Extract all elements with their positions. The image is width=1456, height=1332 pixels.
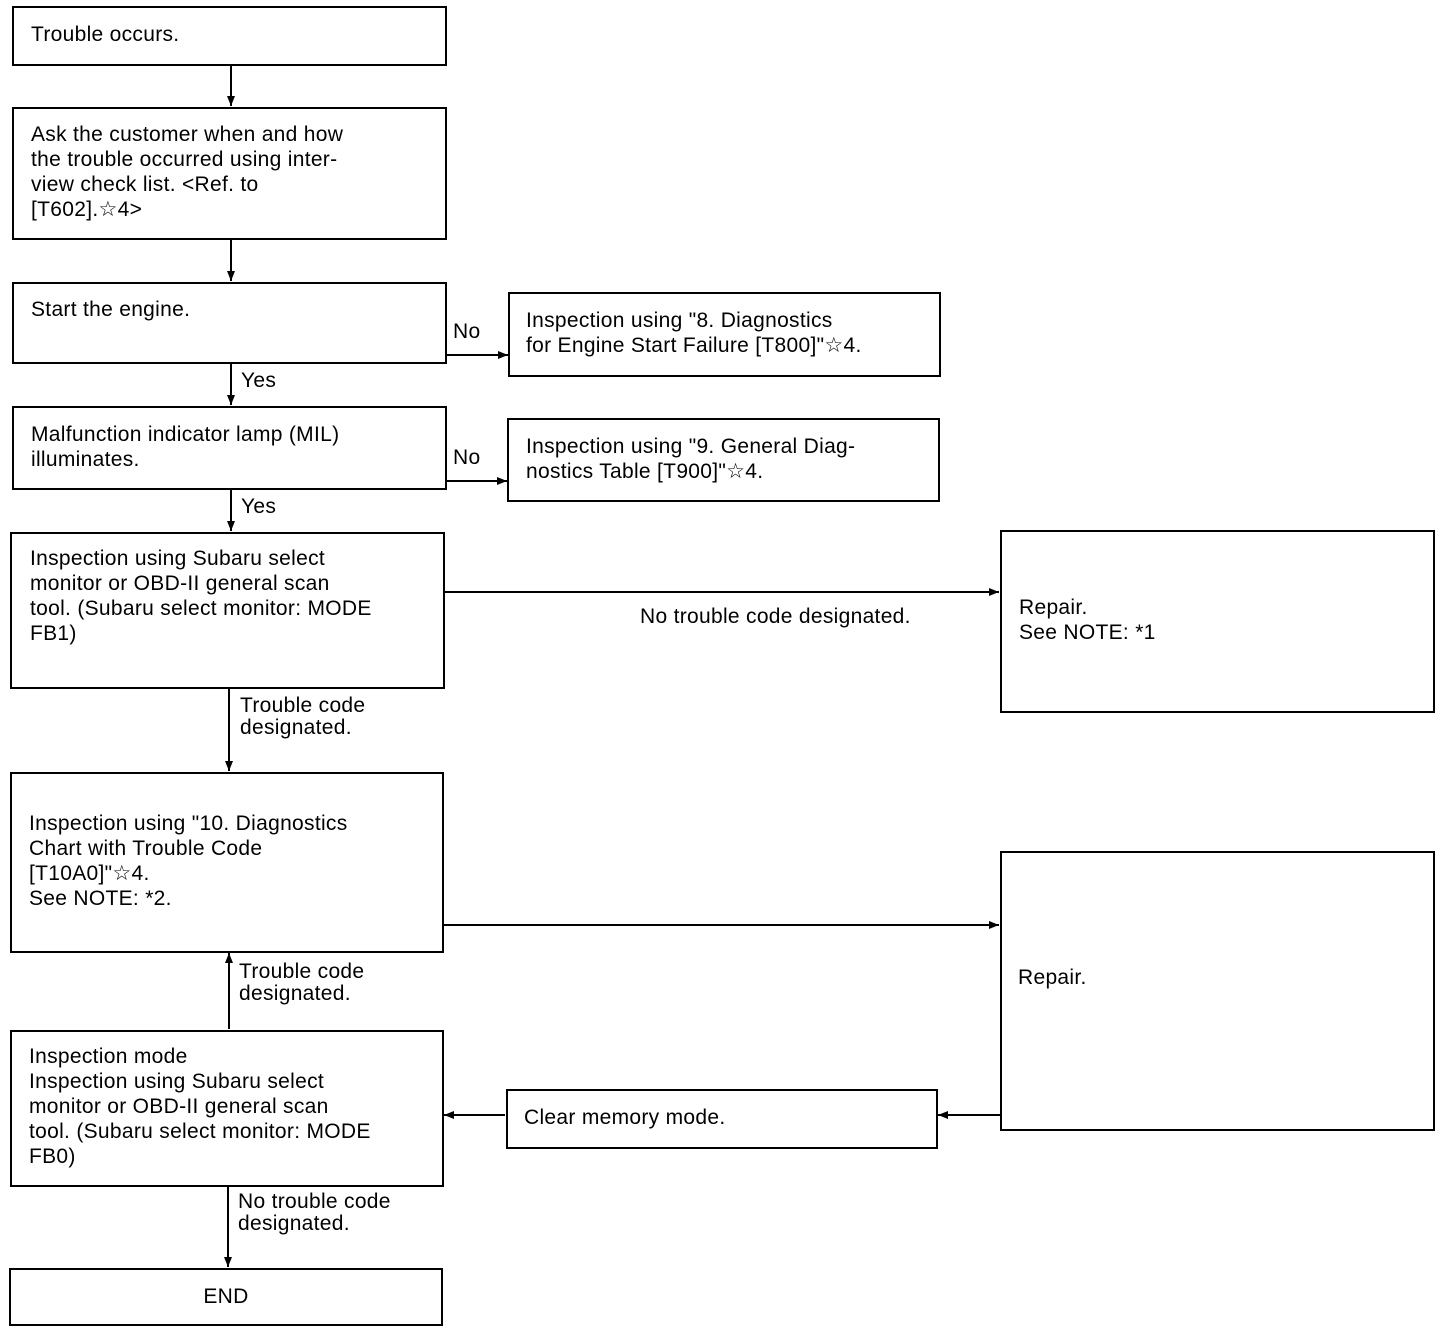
box-clear-memory: Clear memory mode.	[506, 1089, 938, 1149]
box-inspect-trouble-code-chart: Inspection using "10. Diagnostics Chart …	[10, 772, 444, 953]
box-inspect-general-diag-text: Inspection using "9. General Diag- nosti…	[526, 435, 856, 483]
box-repair-note1: Repair. See NOTE: *1	[1000, 530, 1435, 713]
label-no-trouble-code-mode: No trouble code designated.	[238, 1190, 391, 1235]
box-mil-illuminates-text: Malfunction indicator lamp (MIL) illumin…	[31, 423, 340, 471]
label-trouble-code-mode: Trouble code designated.	[239, 960, 365, 1005]
box-inspection-mode: Inspection mode Inspection using Subaru …	[10, 1030, 444, 1187]
box-mil-illuminates: Malfunction indicator lamp (MIL) illumin…	[12, 406, 447, 490]
box-start-engine-text: Start the engine.	[31, 298, 191, 321]
box-inspect-general-diag: Inspection using "9. General Diag- nosti…	[507, 418, 940, 502]
box-inspect-start-failure: Inspection using "8. Diagnostics for Eng…	[508, 292, 941, 377]
label-no-trouble-code-fb1: No trouble code designated.	[640, 605, 911, 628]
box-inspect-select-monitor-fb1: Inspection using Subaru select monitor o…	[10, 532, 445, 689]
label-yes-mil: Yes	[241, 495, 277, 518]
box-repair: Repair.	[1000, 851, 1435, 1131]
box-start-engine: Start the engine.	[12, 282, 447, 364]
box-clear-memory-text: Clear memory mode.	[524, 1106, 726, 1129]
box-inspection-mode-text: Inspection mode Inspection using Subaru …	[29, 1045, 371, 1168]
box-inspect-start-failure-text: Inspection using "8. Diagnostics for Eng…	[526, 309, 862, 357]
box-repair-text: Repair.	[1018, 966, 1087, 989]
label-trouble-code-fb1: Trouble code designated.	[240, 694, 366, 739]
box-trouble-occurs-text: Trouble occurs.	[31, 23, 180, 46]
box-ask-customer-text: Ask the customer when and how the troubl…	[31, 123, 344, 221]
label-yes-start: Yes	[241, 369, 277, 392]
box-repair-note1-text: Repair. See NOTE: *1	[1019, 596, 1156, 644]
box-trouble-occurs: Trouble occurs.	[12, 6, 447, 66]
label-no-start: No	[453, 320, 481, 343]
label-no-mil: No	[453, 446, 481, 469]
box-end: END	[9, 1268, 443, 1326]
box-inspect-select-monitor-fb1-text: Inspection using Subaru select monitor o…	[30, 547, 372, 645]
box-ask-customer: Ask the customer when and how the troubl…	[12, 107, 447, 240]
box-end-text: END	[203, 1285, 249, 1308]
box-inspect-trouble-code-chart-text: Inspection using "10. Diagnostics Chart …	[29, 812, 348, 910]
